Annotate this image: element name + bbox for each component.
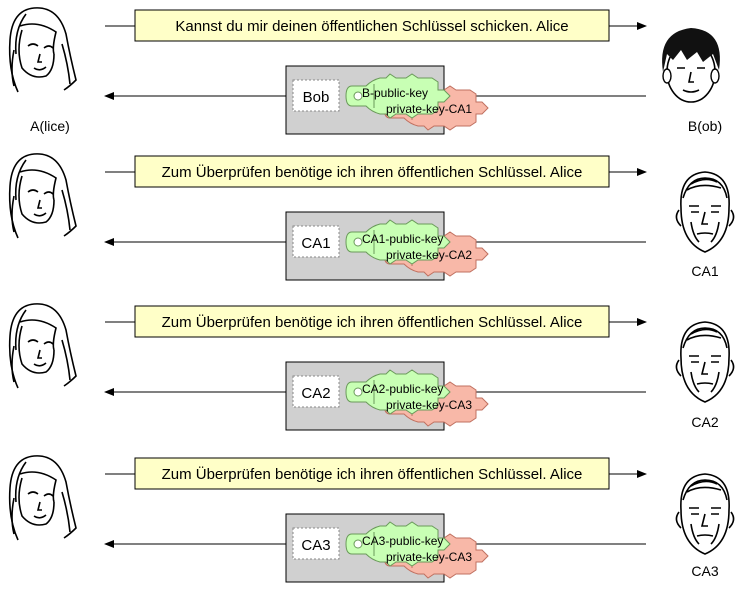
alice-face-icon bbox=[8, 7, 77, 93]
public-key-label: B-public-key bbox=[362, 86, 428, 100]
owner-label: Bob bbox=[303, 89, 330, 106]
message-text: Zum Überprüfen benötige ich ihren öffent… bbox=[162, 465, 583, 483]
private-key-label: private-key-CA2 bbox=[386, 248, 472, 262]
public-key-icon bbox=[345, 521, 451, 567]
alice-face-icon bbox=[8, 455, 77, 541]
exchange-row: Zum Überprüfen benötige ich ihren öffent… bbox=[8, 455, 735, 583]
message-text: Zum Überprüfen benötige ich ihren öffent… bbox=[162, 163, 583, 181]
private-key-label: private-key-CA3 bbox=[386, 550, 472, 564]
message-text: Kannst du mir deinen öffentlichen Schlüs… bbox=[175, 18, 568, 35]
responder-label: B(ob) bbox=[688, 118, 722, 134]
alice-face-icon bbox=[8, 153, 77, 239]
message-box bbox=[134, 305, 610, 338]
public-key-label: CA2-public-key bbox=[362, 382, 443, 396]
exchange-row: A(lice) Kannst du mir deinen öffentlichen… bbox=[8, 7, 722, 135]
owner-box bbox=[292, 527, 340, 560]
message-box bbox=[134, 155, 610, 188]
public-key-label: CA3-public-key bbox=[362, 534, 443, 548]
owner-box bbox=[292, 225, 340, 258]
owner-box bbox=[292, 79, 340, 112]
message-box bbox=[134, 457, 610, 490]
ca-face-icon bbox=[675, 473, 735, 555]
public-key-icon bbox=[345, 369, 451, 415]
owner-label: CA1 bbox=[301, 235, 330, 252]
owner-label: CA3 bbox=[301, 537, 330, 554]
public-key-label: CA1-public-key bbox=[362, 232, 443, 246]
responder-label: CA2 bbox=[691, 414, 718, 430]
private-key-label: private-key-CA1 bbox=[386, 102, 472, 116]
message-text: Zum Überprüfen benötige ich ihren öffent… bbox=[162, 313, 583, 331]
ca-face-icon bbox=[675, 321, 735, 403]
public-key-icon bbox=[345, 73, 451, 119]
owner-box bbox=[292, 375, 340, 408]
private-key-label: private-key-CA3 bbox=[386, 398, 472, 412]
exchange-row: Zum Überprüfen benötige ich ihren öffent… bbox=[8, 153, 735, 281]
responder-label: CA1 bbox=[691, 263, 718, 279]
message-box bbox=[134, 9, 610, 42]
bob-face-icon bbox=[662, 28, 720, 103]
responder-label: CA3 bbox=[691, 563, 718, 579]
ca-face-icon bbox=[675, 171, 735, 253]
alice-label: A(lice) bbox=[30, 118, 70, 134]
alice-face-icon bbox=[8, 303, 77, 389]
public-key-icon bbox=[345, 219, 451, 265]
owner-label: CA2 bbox=[301, 385, 330, 402]
exchange-row: Zum Überprüfen benötige ich ihren öffent… bbox=[8, 303, 735, 431]
